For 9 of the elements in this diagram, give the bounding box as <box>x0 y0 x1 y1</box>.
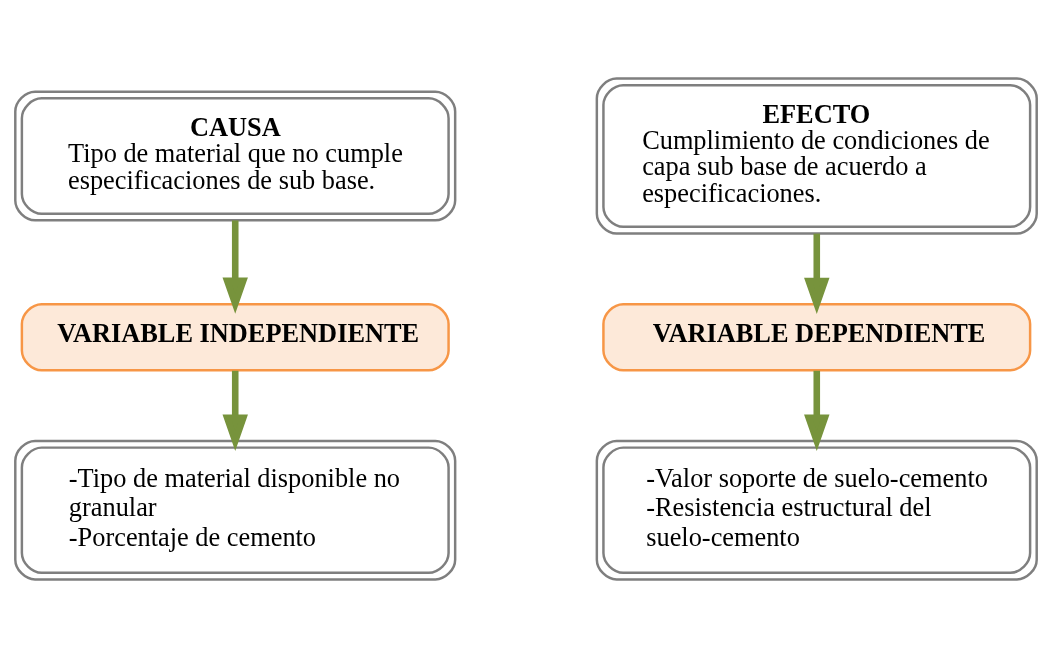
node-box: CAUSA Tipo de material que no cumple especificaciones de sub base. <box>14 90 457 221</box>
node-box: VARIABLE INDEPENDIENTE <box>20 302 450 371</box>
node-box: -Valor soporte de suelo-cemento -Resistencia estructural del suelo-cemento <box>595 439 1038 581</box>
node-box: EFECTO Cumplimiento de condiciones de capa sub base de acuerdo a especificaciones. <box>595 76 1038 235</box>
arrow <box>804 370 830 451</box>
node-box: -Tipo de material disponible no granular -Porcentaje de cemento <box>14 439 457 581</box>
arrow <box>222 219 248 314</box>
node-box: VARIABLE DEPENDIENTE <box>602 302 1032 371</box>
arrow <box>222 370 248 451</box>
